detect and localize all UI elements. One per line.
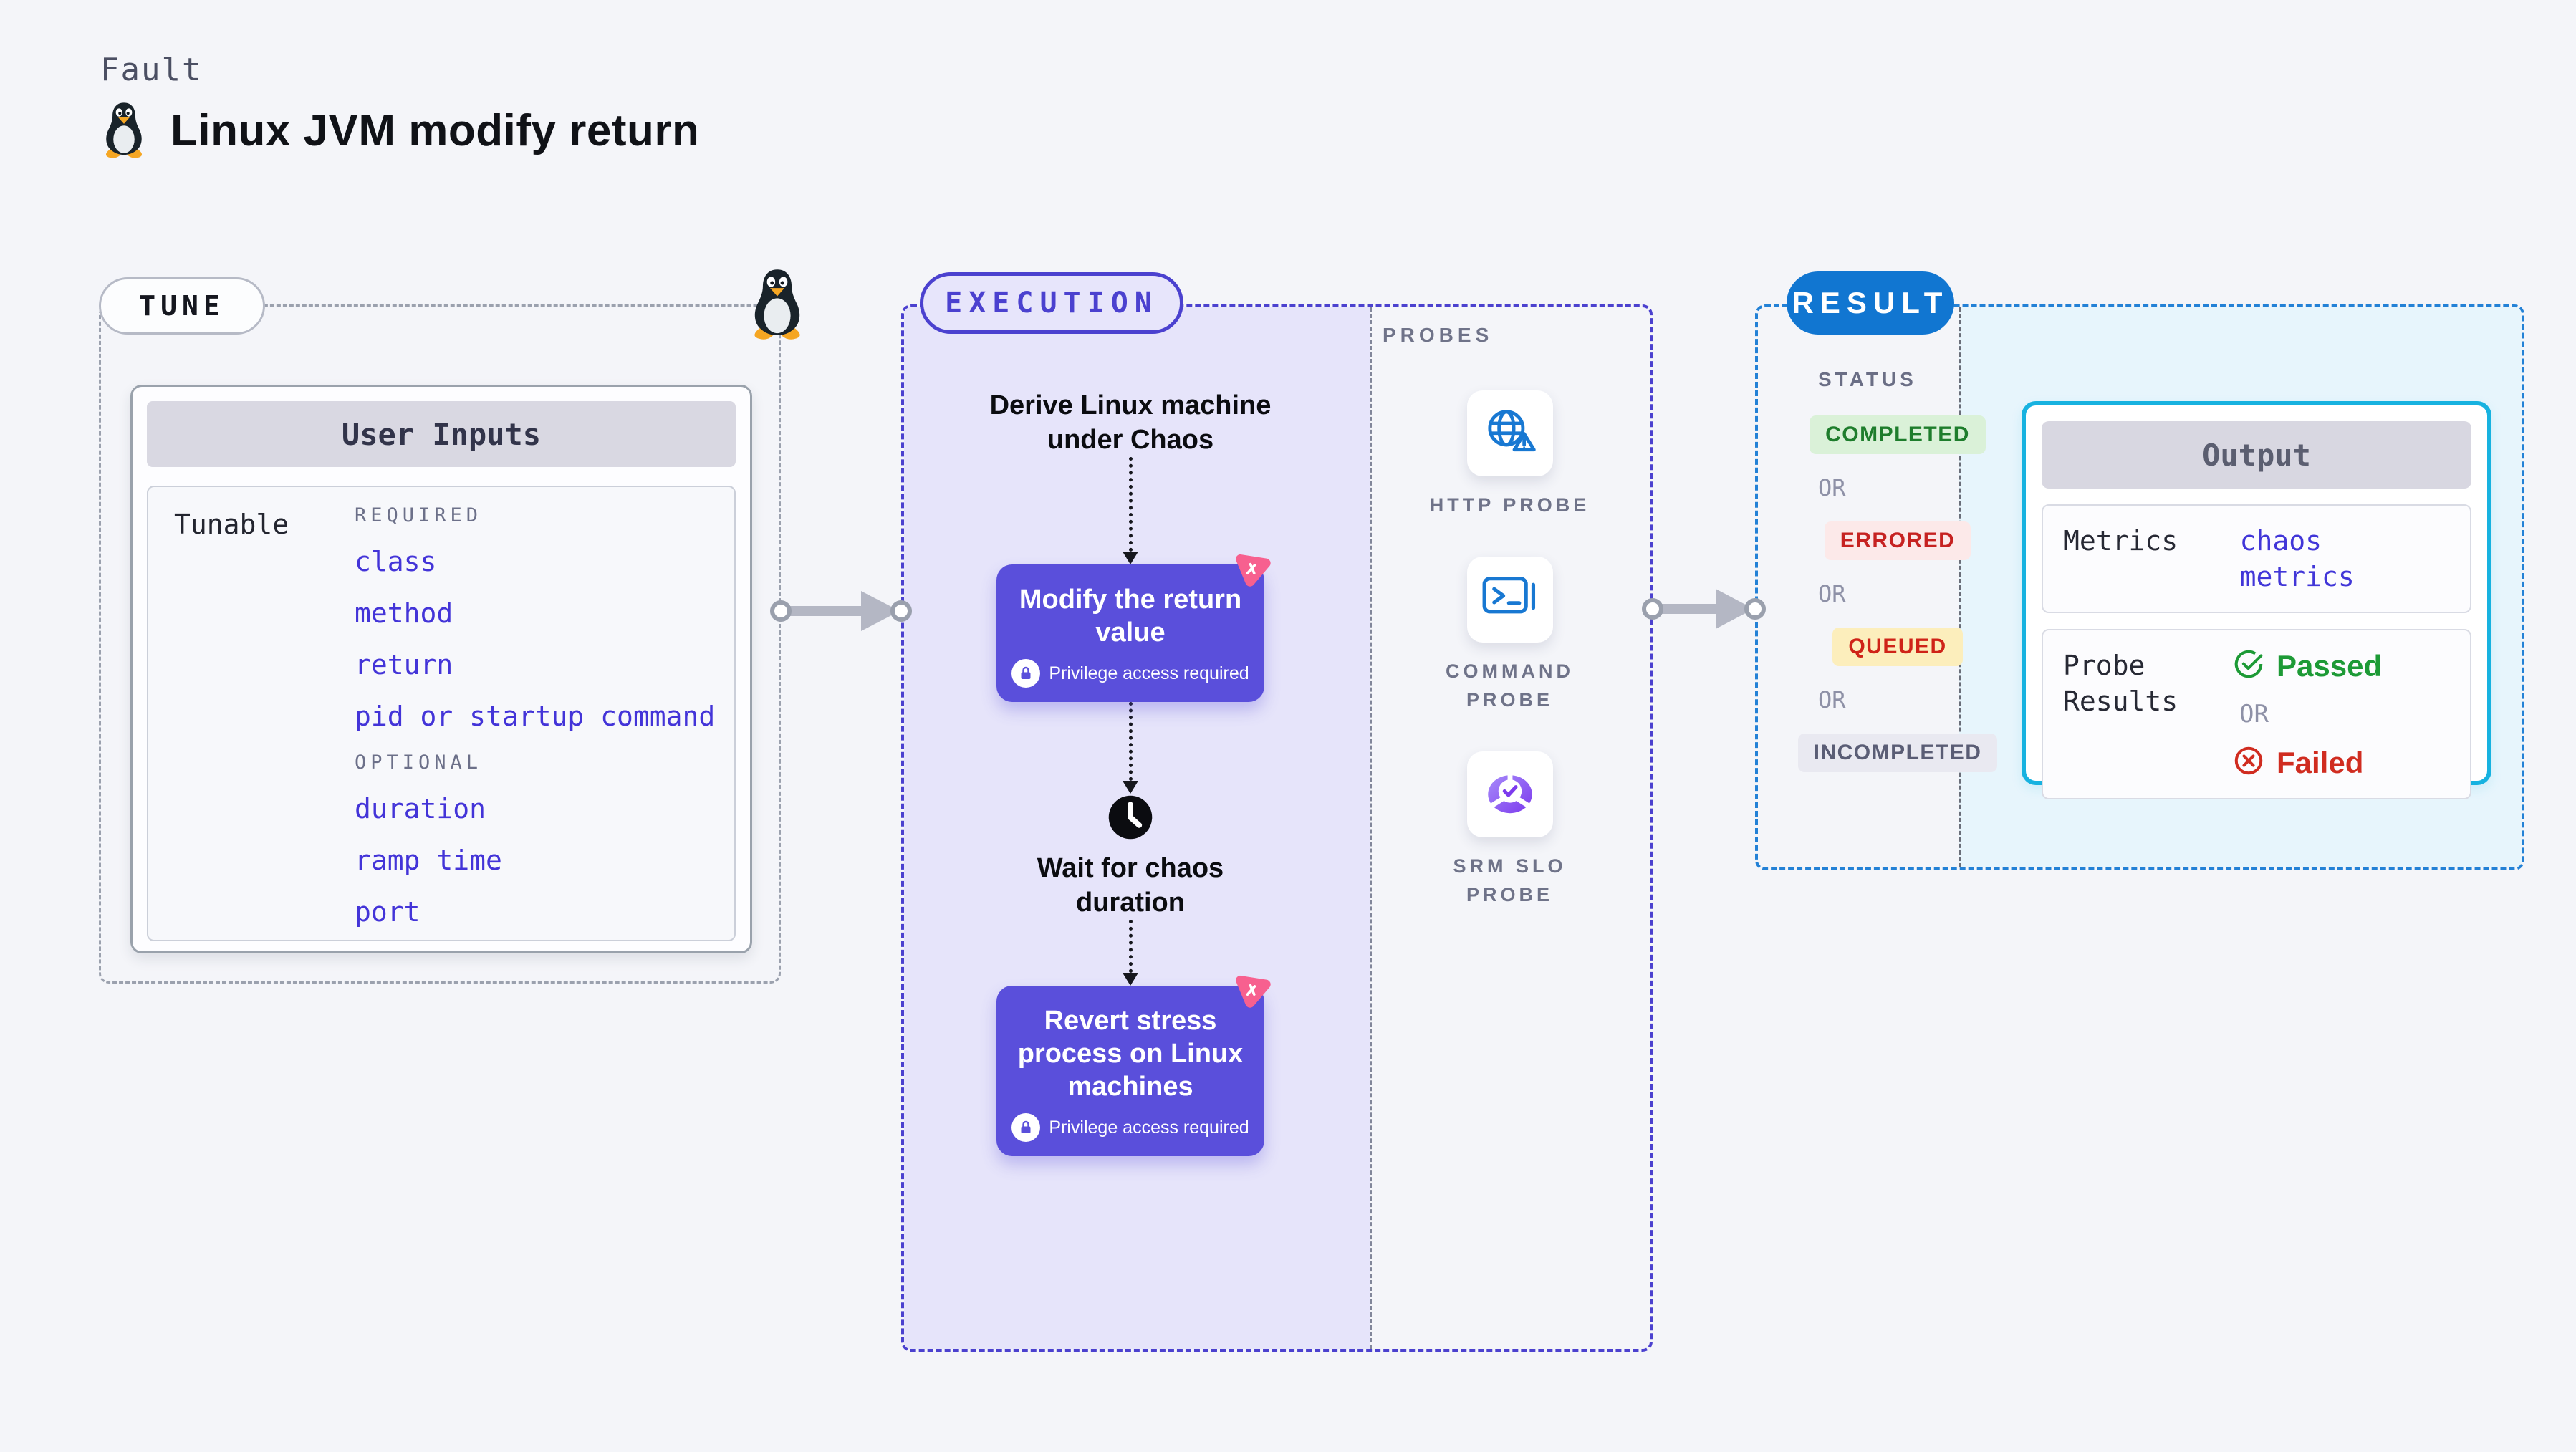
failed-line: Failed [2232,744,2382,781]
tune-pill: TUNE [99,277,265,335]
passed-text: Passed [2277,648,2383,683]
execution-flow: Derive Linux machine under Chaos Modify … [966,388,1295,1156]
tunable-link-return[interactable]: return [355,649,453,681]
tunables-panel: Tunable REQUIRED class method return pid… [147,486,736,941]
clock-icon [1107,794,1154,841]
flow-arrow-down-icon [1123,920,1138,986]
page-title: Linux JVM modify return [170,105,700,155]
optional-heading: OPTIONAL [355,751,483,774]
tunable-link-class[interactable]: class [355,546,437,577]
privilege-note-row: Privilege access required [1009,1113,1251,1142]
privilege-note-text: Privilege access required [1049,1117,1249,1138]
http-probe-label: HTTP PROBE [1429,494,1590,516]
probe-item-http: HTTP PROBE [1428,390,1592,519]
tux-icon [745,266,809,342]
revert-stress-node: Revert stress process on Linux machines … [996,975,1271,1156]
probe-item-srm-slo: SRM SLO PROBE [1428,751,1592,909]
wait-step-text: Wait for chaos duration [1037,853,1224,918]
metrics-row: Metrics chaos metrics [2042,504,2471,613]
srm-slo-probe-label: SRM SLO PROBE [1453,855,1567,905]
or-separator: OR [1818,474,1846,501]
srm-slo-probe-card [1466,751,1553,837]
command-probe-label: COMMAND PROBE [1446,660,1574,711]
tux-icon [99,100,149,160]
probe-results-label: Probe Results [2063,650,2178,717]
output-card: Output Metrics chaos metrics Probe Resul… [2022,401,2491,799]
x-circle-icon [2232,744,2265,781]
failed-text: Failed [2277,745,2364,779]
flow-arrow-down-icon [1123,702,1138,794]
execution-pill: EXECUTION [920,272,1183,334]
metrics-label: Metrics [2063,525,2178,557]
tunable-link-port[interactable]: port [355,896,420,928]
tunable-link-ramp-time[interactable]: ramp time [355,845,502,876]
chaos-metrics-link[interactable]: chaos metrics [2239,525,2355,592]
http-probe-card [1466,390,1553,476]
result-pill: RESULT [1787,271,1954,335]
modify-return-node: Modify the return value Privilege access… [996,554,1271,702]
tune-section [99,304,781,984]
lock-icon [1011,659,1041,688]
chaos-logo-icon [1231,966,1277,1012]
probes-list: HTTP PROBE COMMAND PROBE [1367,390,1653,909]
modify-return-title: Modify the return value [1019,585,1242,648]
or-separator: OR [1818,686,1846,713]
slo-pie-check-icon [1481,764,1539,826]
privilege-note-text: Privilege access required [1049,663,1249,683]
arrow-execution-to-result-icon [1641,584,1767,634]
status-heading: STATUS [1818,368,1917,390]
command-probe-card [1466,557,1553,643]
tunable-link-duration[interactable]: duration [355,793,486,824]
revert-stress-title: Revert stress process on Linux machines [1017,1006,1244,1102]
status-output-divider [1959,307,1961,867]
page-eyebrow: Fault [100,52,203,88]
or-separator: OR [2239,700,2269,729]
tunable-row-label: Tunable [174,509,289,540]
status-list: COMPLETED OR ERRORED OR QUEUED OR INCOMP… [1797,415,1998,772]
chaos-logo-icon [1231,545,1277,591]
derive-step-text: Derive Linux machine under Chaos [989,390,1272,455]
status-badge-queued: QUEUED [1832,628,1963,666]
probe-item-command: COMMAND PROBE [1428,557,1592,714]
tunable-link-method[interactable]: method [355,597,453,629]
user-inputs-title: User Inputs [147,401,736,467]
lock-icon [1011,1113,1041,1142]
globe-alert-icon [1481,403,1539,465]
passed-line: Passed [2232,648,2382,684]
probe-results-row: Probe Results Passed OR [2042,629,2471,799]
flow-arrow-down-icon [1123,457,1138,564]
user-inputs-card: User Inputs Tunable REQUIRED class metho… [130,385,752,953]
status-badge-errored: ERRORED [1824,521,1971,560]
status-badge-completed: COMPLETED [1810,415,1986,454]
probes-heading: PROBES [1383,324,1494,346]
status-badge-incompleted: INCOMPLETED [1797,734,1998,772]
check-circle-icon [2232,648,2265,684]
page-title-row: Linux JVM modify return [99,100,699,160]
required-heading: REQUIRED [355,504,483,527]
arrow-tune-to-execution-icon [769,586,913,636]
privilege-note-row: Privilege access required [1009,659,1251,688]
terminal-icon [1481,569,1539,631]
execution-probes-divider [1370,307,1372,1349]
or-separator: OR [1818,580,1846,607]
probe-results-values: Passed OR Failed [2232,648,2382,781]
output-title: Output [2042,421,2471,489]
tunable-link-pid-or-startup-command[interactable]: pid or startup command [355,701,716,732]
tunables-list: REQUIRED class method return pid or star… [355,504,715,928]
